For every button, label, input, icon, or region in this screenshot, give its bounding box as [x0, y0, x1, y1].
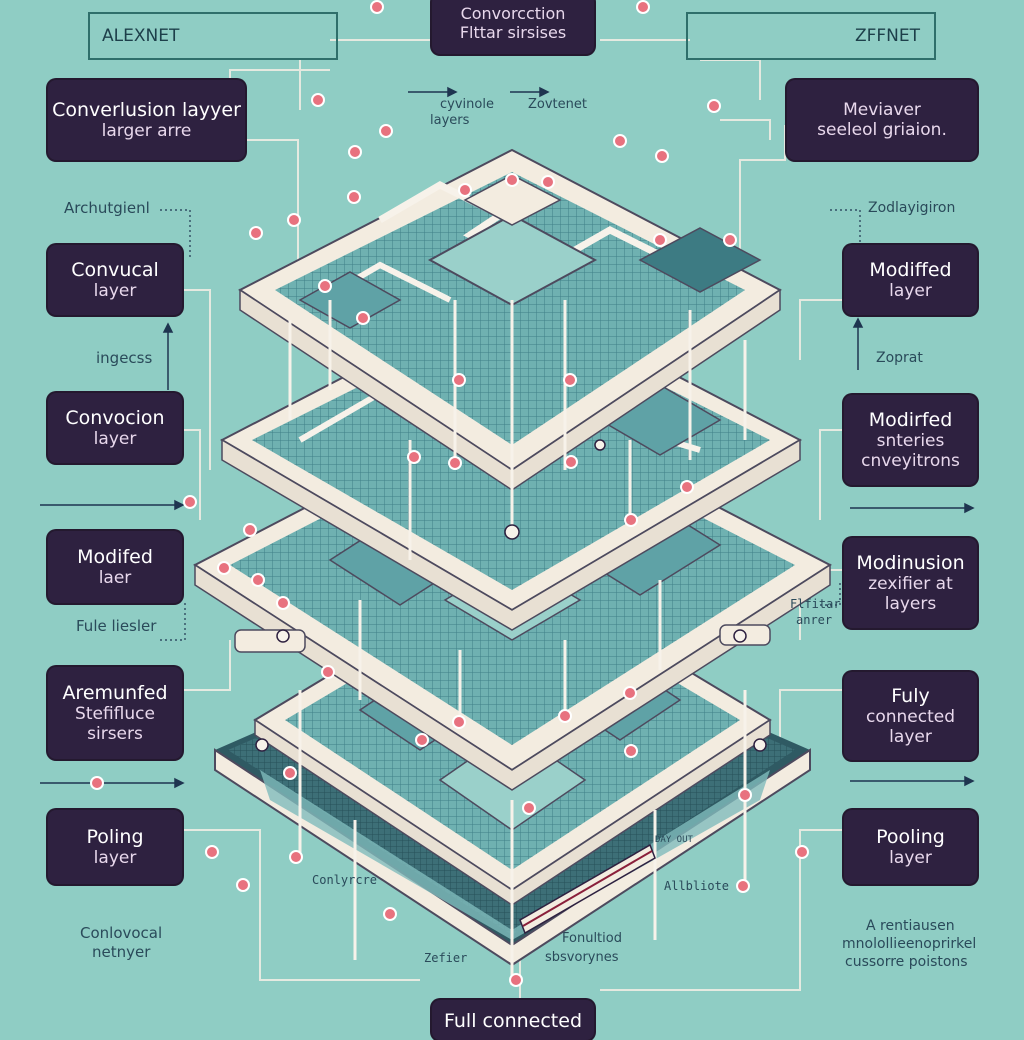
- label-archutgienl: Archutgienl: [64, 199, 150, 217]
- label-netnyer: netnyer: [92, 943, 151, 961]
- bottom-box-label: Full connected: [443, 1010, 583, 1032]
- header-convolution-filter-sizes: Convorcction Flttar sirsises: [432, 0, 594, 54]
- right-box-2-line2: layer: [889, 281, 932, 302]
- label-cyvinole: cyvinole: [440, 97, 494, 112]
- left-box-3-line2: layer: [93, 429, 137, 450]
- right-box-3-line1: Modirfed: [868, 408, 953, 431]
- left-box-5-line2: Stefifluce: [75, 704, 155, 725]
- right-box-5-line1: Fuly: [891, 684, 930, 707]
- left-box-1-line2: larger arre: [101, 121, 192, 142]
- label-conlovocal: Conlovocal: [80, 924, 163, 942]
- left-box-1: Converlusion layyer larger arre: [48, 80, 245, 160]
- header-zffnet-label: ZFFNET: [854, 26, 920, 46]
- right-box-4-line2: zexifier at: [868, 574, 953, 595]
- label-day-out: DAY OUT: [655, 835, 693, 845]
- right-box-4: Modinusion zexifier at layers: [844, 538, 977, 628]
- right-box-5-line3: layer: [889, 727, 932, 748]
- right-box-3: Modirfed snteries cnveyitrons: [844, 395, 977, 485]
- label-mnolollieenoprirkel: mnolollieenoprirkel: [842, 936, 977, 952]
- left-box-5: Aremunfed Stefifluce sirsers: [48, 667, 182, 759]
- left-box-3: Convocion layer: [48, 393, 182, 463]
- left-box-6-line2: layer: [93, 848, 137, 869]
- header-alexnet-label: ALEXNET: [102, 26, 180, 46]
- plate-top: [238, 148, 782, 491]
- left-box-4: Modifed laer: [48, 531, 182, 603]
- left-box-4-line2: laer: [98, 568, 132, 589]
- left-box-2-line2: layer: [93, 281, 137, 302]
- label-zodlayigiron: Zodlayigiron: [868, 200, 956, 216]
- right-box-1-line2: seeleol griaion.: [817, 120, 947, 140]
- right-box-5: Fuly connected layer: [844, 672, 977, 760]
- pillars: [288, 300, 747, 985]
- label-ingecss: ingecss: [96, 349, 153, 367]
- label-sbsvorynes: sbsvorynes: [545, 950, 619, 965]
- header-center-line1: Convorcction: [460, 4, 566, 24]
- right-box-3-line2: snteries: [876, 431, 945, 452]
- bottom-box-full-connected: Full connected: [432, 1000, 594, 1040]
- right-box-4-line1: Modinusion: [856, 551, 965, 574]
- right-box-2: Modiffed layer: [844, 245, 977, 315]
- label-a-rentiausen: A rentiausen: [866, 918, 955, 934]
- label-cussorre-poistons: cussorre poistons: [845, 954, 968, 970]
- left-box-2: Convucal layer: [48, 245, 182, 315]
- right-box-4-line3: layers: [884, 594, 937, 615]
- label-zefier: Zefier: [424, 951, 468, 965]
- label-flfitar: Flfitar: [790, 597, 841, 611]
- left-box-6: Poling layer: [48, 810, 182, 884]
- label-allbliote: Allbliote: [664, 879, 730, 893]
- left-box-6-line1: Poling: [86, 825, 144, 848]
- right-box-3-line3: cnveyitrons: [861, 451, 960, 472]
- header-zffnet: ZFFNET: [686, 12, 936, 60]
- label-fule-liesler: Fule liesler: [76, 617, 157, 635]
- left-box-3-line1: Convocion: [65, 406, 165, 429]
- left-box-2-line1: Convucal: [71, 258, 159, 281]
- nodes: [90, 0, 809, 987]
- right-box-6-line1: Pooling: [876, 825, 945, 848]
- header-center-line2: Flttar sirsises: [459, 23, 567, 42]
- label-layers-top: layers: [430, 113, 470, 128]
- right-box-6-line2: layer: [889, 848, 932, 869]
- plate-dots: [255, 439, 767, 752]
- right-box-1: Meviaver seeleol griaion.: [787, 80, 977, 160]
- left-box-4-line1: Modifed: [77, 545, 153, 568]
- bottom-strip: [519, 843, 656, 935]
- left-box-1-line1: Converlusion layyer: [52, 98, 241, 121]
- left-box-5-line3: sirsers: [87, 724, 143, 745]
- dotted-guides: [160, 209, 861, 641]
- right-box-2-line1: Modiffed: [869, 258, 952, 281]
- right-box-1-line1: Meviaver: [843, 99, 921, 120]
- label-zoprat: Zoprat: [876, 350, 923, 366]
- right-box-6: Pooling layer: [844, 810, 977, 884]
- label-zovtenet: Zovtenet: [528, 97, 587, 112]
- label-fonultiod: Fonultiod: [562, 931, 622, 946]
- header-alexnet: ALEXNET: [88, 12, 338, 60]
- arrows: [40, 86, 975, 789]
- right-box-5-line2: connected: [865, 707, 956, 728]
- label-anrer: anrer: [796, 613, 833, 627]
- label-conlyrcre: Conlyrcre: [312, 873, 378, 887]
- left-box-5-line1: Aremunfed: [62, 681, 168, 704]
